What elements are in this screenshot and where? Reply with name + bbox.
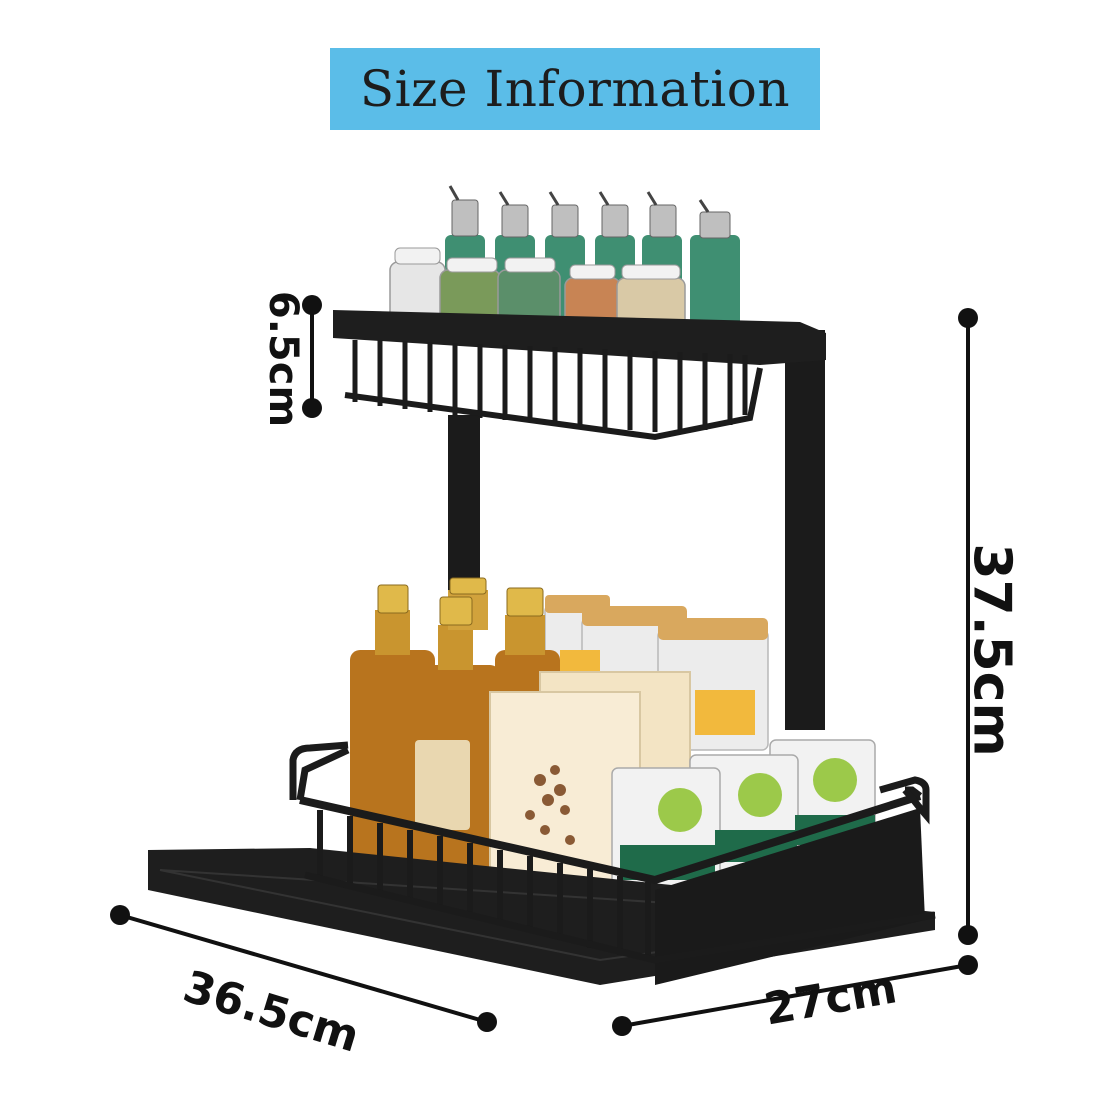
- title-banner: Size Information: [330, 48, 820, 130]
- title-text: Size Information: [359, 60, 791, 118]
- upper-shelf-contents: [389, 185, 740, 335]
- total-height-label: 37.5cm: [961, 543, 1022, 757]
- upper-basket: [333, 310, 826, 730]
- lower-basket: [148, 741, 936, 985]
- dimension-lines: [110, 295, 978, 1036]
- upper-basket-height-label: 6.5cm: [260, 290, 307, 428]
